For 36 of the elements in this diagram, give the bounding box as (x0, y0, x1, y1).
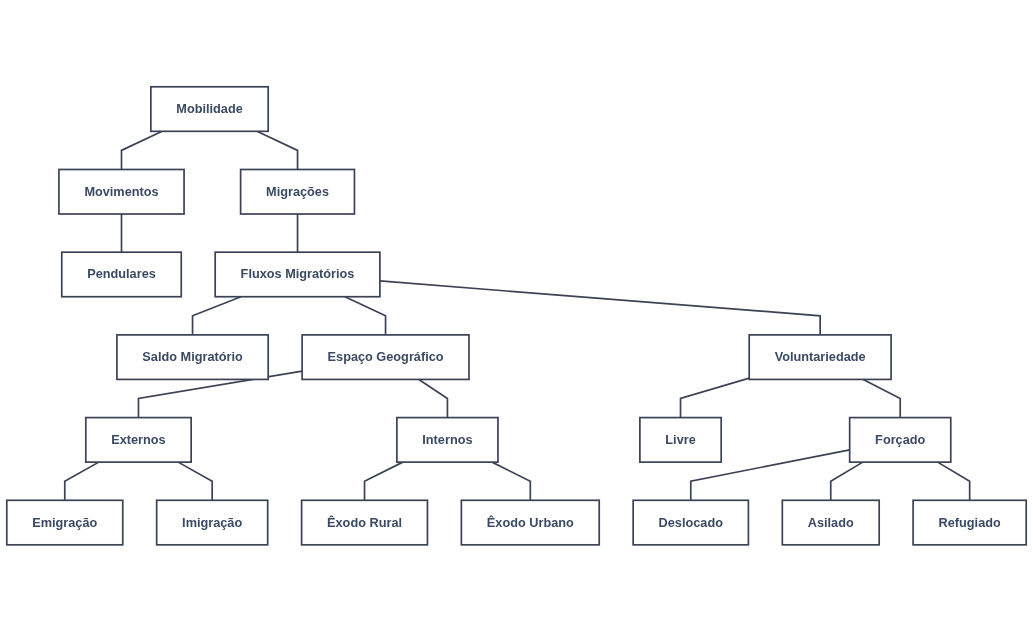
connector (862, 378, 902, 419)
connector (120, 212, 123, 253)
connector (120, 130, 163, 170)
connector (177, 460, 214, 501)
connector (296, 212, 299, 253)
connector (829, 460, 864, 501)
node-box: Deslocado (632, 499, 750, 546)
node-box: Mobilidade (150, 85, 270, 132)
connector (491, 460, 532, 501)
connector (363, 460, 404, 501)
connector (936, 460, 971, 501)
connector (679, 377, 751, 419)
node-box: Externos (84, 416, 192, 463)
connector (379, 279, 821, 336)
node-box: Movimentos (58, 168, 185, 215)
node-box: Pendulares (60, 251, 183, 298)
node-box: Voluntariedade (748, 333, 892, 380)
node-box: Espaço Geográfico (301, 333, 470, 380)
node-box: Migrações (239, 168, 356, 215)
node-box: Livre (639, 416, 723, 463)
connector (137, 369, 303, 419)
node-box: Êxodo Urbano (460, 499, 601, 546)
node-box: Forçado (848, 416, 952, 463)
connector (191, 295, 242, 336)
connector (418, 378, 449, 419)
node-box: Internos (396, 416, 499, 463)
node-box: Asilado (781, 499, 881, 546)
connector (256, 130, 299, 170)
node-box: Imigração (155, 499, 269, 546)
node-box: Emigração (5, 499, 124, 546)
node-box: Êxodo Rural (300, 499, 429, 546)
connector (63, 460, 100, 501)
node-box: Refugiado (912, 499, 1028, 546)
node-box: Fluxos Migratórios (214, 251, 381, 298)
connector (344, 295, 387, 336)
node-box: Saldo Migratório (116, 333, 270, 380)
